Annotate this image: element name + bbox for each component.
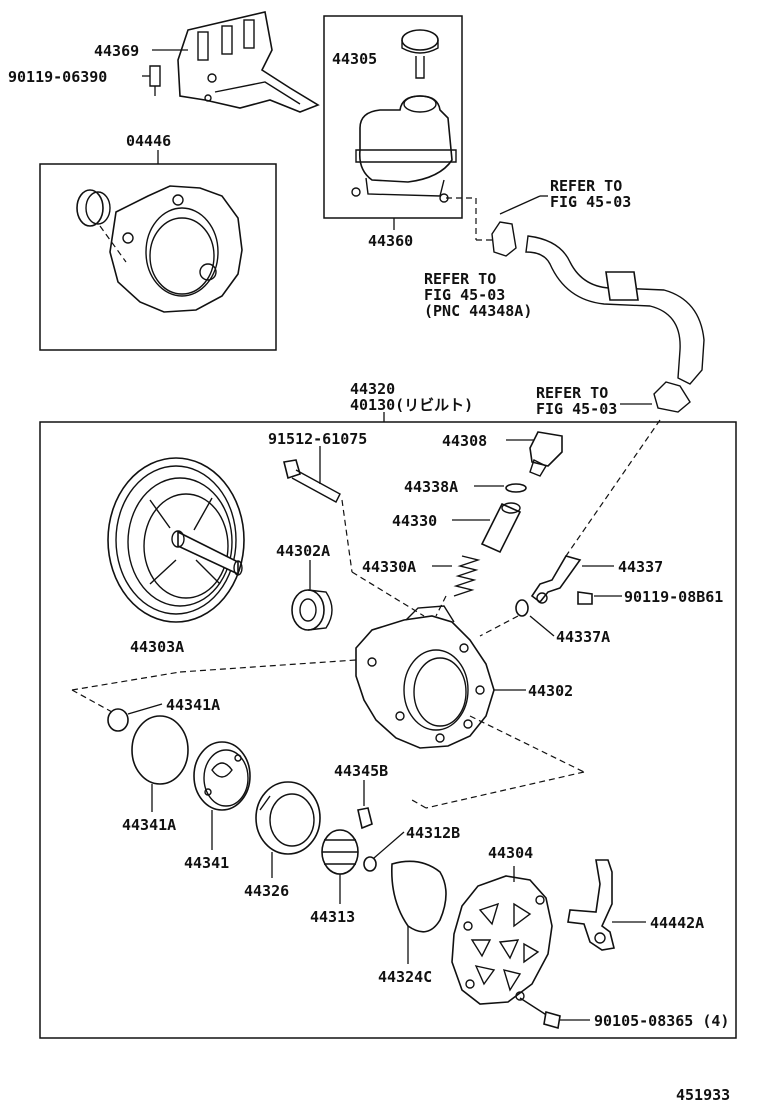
bracket-44369-drawing [149,11,320,113]
label-44341A-bottom: 44341A [122,816,176,834]
refer-note-3-line1: REFER TO [536,384,608,402]
label-44341A-top: 44341A [166,696,220,714]
label-44302A: 44302A [276,542,330,560]
label-44345B: 44345B [334,762,388,780]
label-90119-06390: 90119-06390 [8,68,107,86]
label-44313: 44313 [310,908,355,926]
bolt-91512-drawing [283,459,341,503]
label-44337: 44337 [618,558,663,576]
refer-note-1-line2: FIG 45-03 [550,193,631,211]
spring-44330A-drawing [453,555,481,597]
label-40130-rebuilt: 40130(リビルト) [350,396,473,414]
label-44304: 44304 [488,844,533,862]
figure-number: 451933 [676,1086,730,1104]
vane-44345B-drawing [357,807,373,830]
side-plate-44341-drawing [193,741,251,811]
label-44360: 44360 [368,232,413,250]
label-44303A: 44303A [130,638,184,656]
oring-44337A-drawing [515,599,529,617]
rotor-44313-drawing [321,829,359,875]
label-44341: 44341 [184,854,229,872]
reservoir-group-box [323,15,463,219]
refer-note-2-line3: (PNC 44348A) [424,302,532,320]
label-44442A: 44442A [650,914,704,932]
label-91512-61075: 91512-61075 [268,430,367,448]
label-44324C: 44324C [378,968,432,986]
refer-note-2-line1: REFER TO [424,270,496,288]
seal-kit-04446-drawing [76,185,243,313]
oring-44312B-drawing [363,856,377,872]
union-44308-drawing [529,431,563,477]
return-hose-drawing [491,221,705,413]
label-90105-08365: 90105-08365 (4) [594,1012,729,1030]
bushing-44302A-drawing [291,589,333,631]
oring-44341A-small-drawing [107,708,129,732]
label-44330A: 44330A [362,558,416,576]
label-44302: 44302 [528,682,573,700]
label-44369: 44369 [94,42,139,60]
label-44338A: 44338A [404,478,458,496]
label-44320: 44320 [350,380,395,398]
label-44326: 44326 [244,882,289,900]
label-44305: 44305 [332,50,377,68]
union-44337-drawing [530,555,593,605]
label-90119-08B61: 90119-08B61 [624,588,723,606]
refer-note-3-line2: FIG 45-03 [536,400,617,418]
refer-note-1-line1: REFER TO [550,177,622,195]
pump-housing-44302-drawing [355,605,495,749]
label-44330: 44330 [392,512,437,530]
pulley-44303A-drawing [107,457,245,623]
label-44337A: 44337A [556,628,610,646]
label-44308: 44308 [442,432,487,450]
oring-44338A-drawing [505,483,527,493]
label-44312B: 44312B [406,824,460,842]
cam-ring-44326-drawing [255,781,321,855]
valve-44330-drawing [480,502,522,554]
oring-44341A-large-drawing [131,715,189,785]
refer-note-2-line2: FIG 45-03 [424,286,505,304]
pump-assembly-box [39,421,737,1039]
reservoir-44360-drawing [351,29,457,203]
bolt-90105-drawing [519,997,561,1030]
label-04446: 04446 [126,132,171,150]
bracket-44442A-drawing [567,859,615,951]
rear-cover-44304-drawing [451,875,553,1005]
gasket-44324C-drawing [391,860,447,933]
